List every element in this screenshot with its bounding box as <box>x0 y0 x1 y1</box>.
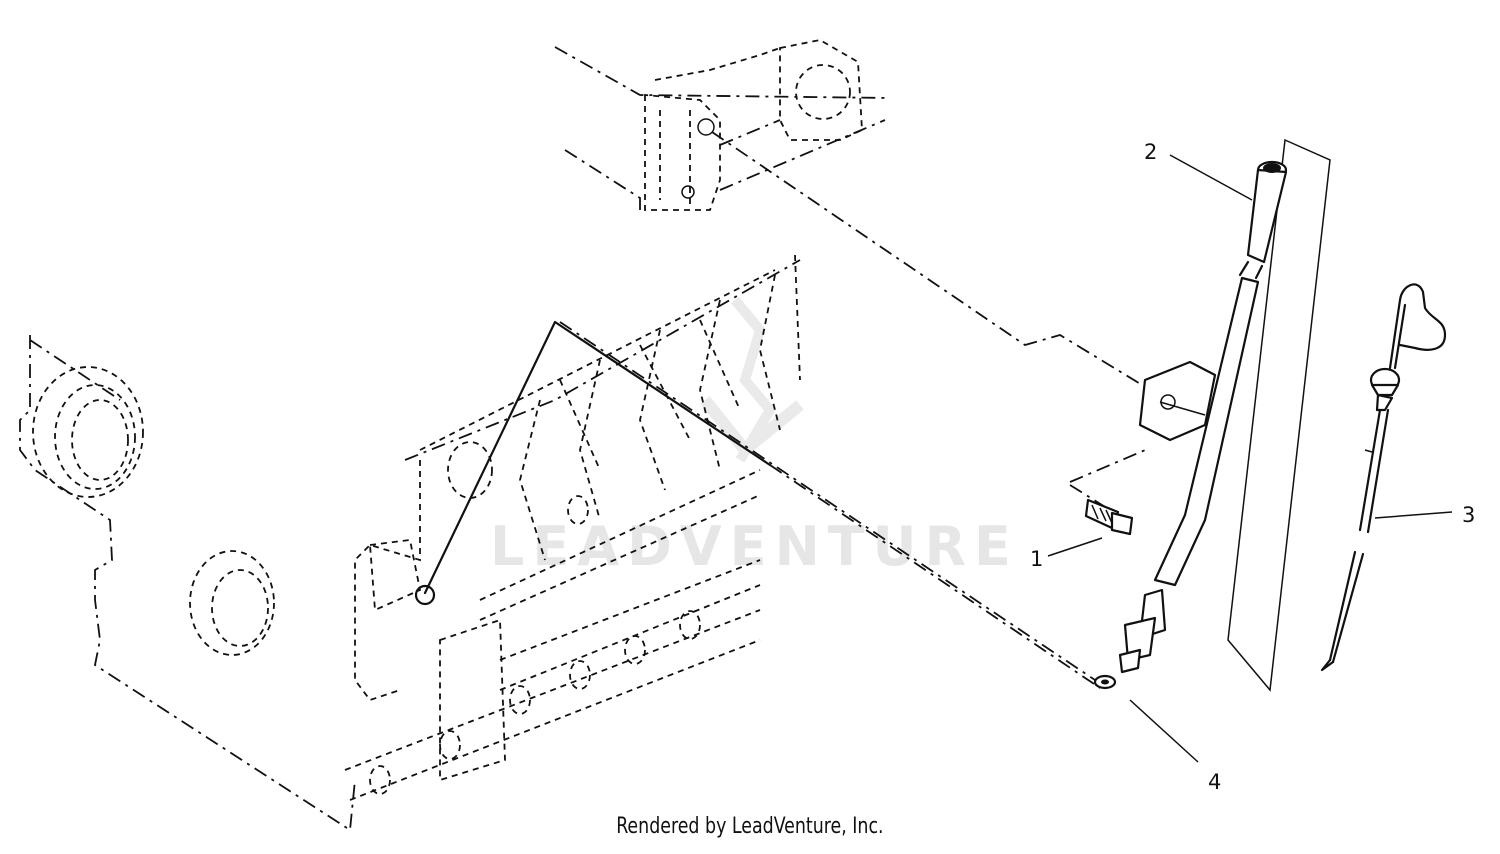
callout-4: 4 <box>1208 770 1221 794</box>
callout-3: 3 <box>1462 503 1475 527</box>
part-3-dipstick <box>1320 283 1447 672</box>
frame-bracket <box>554 39 891 211</box>
part-4-washer <box>1093 674 1117 690</box>
callout-1: 1 <box>1030 547 1043 571</box>
part-2-dipstick-tube <box>1118 138 1331 692</box>
watermark-text: LEADVENTURE <box>490 515 1019 578</box>
part-1-bolt <box>1069 447 1151 536</box>
callout-leaders <box>1047 154 1453 763</box>
leader-bracket-to-clip <box>711 131 1176 406</box>
footer-credit: Rendered by LeadVenture, Inc. <box>616 814 884 839</box>
callout-2: 2 <box>1144 140 1157 164</box>
engine-block <box>19 254 1101 832</box>
watermark-logo <box>700 296 804 463</box>
